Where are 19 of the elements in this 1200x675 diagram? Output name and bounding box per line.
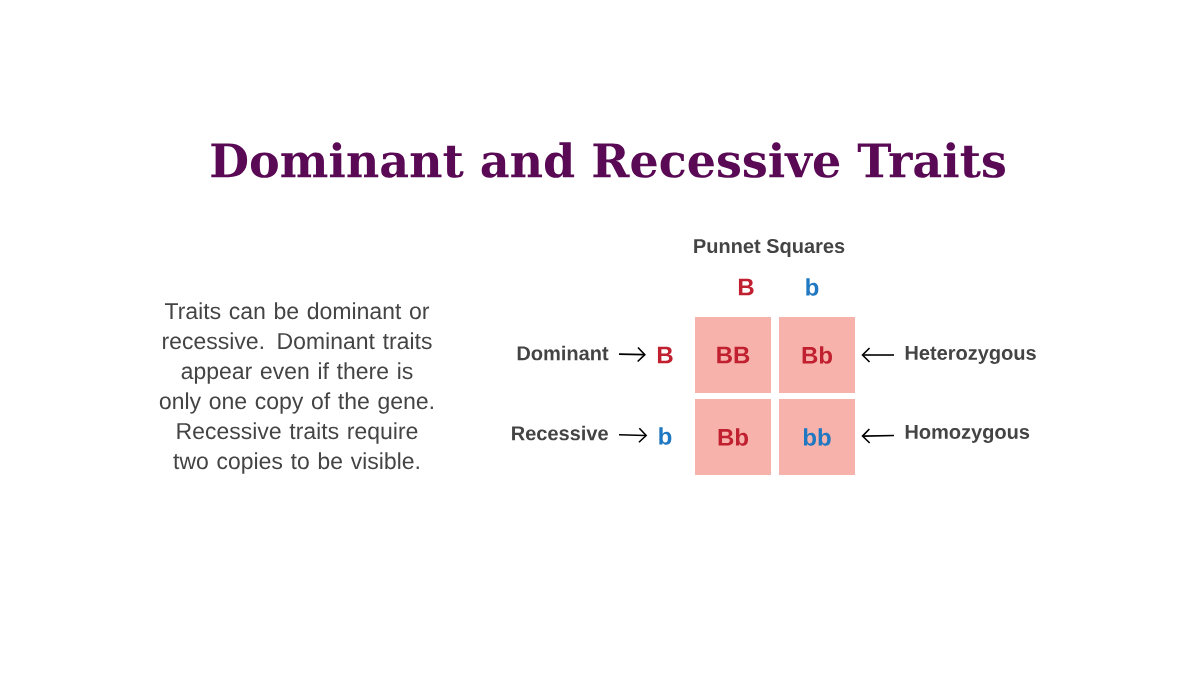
row-label: Dominant (517, 345, 609, 361)
punnett-cell: Bb (779, 317, 855, 393)
arrow (618, 346, 646, 363)
allele-letter: b (659, 427, 672, 445)
arrow (618, 427, 648, 444)
punnett-cell: Bb (695, 399, 771, 475)
row-label: Heterozygous (905, 346, 1036, 364)
allele-letter: B (738, 278, 754, 296)
title: Dominant and Recessive Traits (211, 142, 1005, 178)
allele-letter: b (806, 278, 819, 296)
arrow (861, 428, 895, 444)
paragraph: Traits can be dominant or recessive. Dominant traits appear even if there is only one copy of the gene. Recessive traits require two copies to be visible. (159, 302, 433, 474)
row-label: Recessive (512, 425, 608, 441)
arrow (861, 347, 895, 363)
punnett-cell: bb (779, 399, 855, 475)
subtitle: Punnet Squares (694, 238, 845, 258)
punnett-cell: BB (695, 317, 771, 393)
row-label: Homozygous (905, 425, 1030, 443)
allele-letter: B (657, 346, 673, 364)
